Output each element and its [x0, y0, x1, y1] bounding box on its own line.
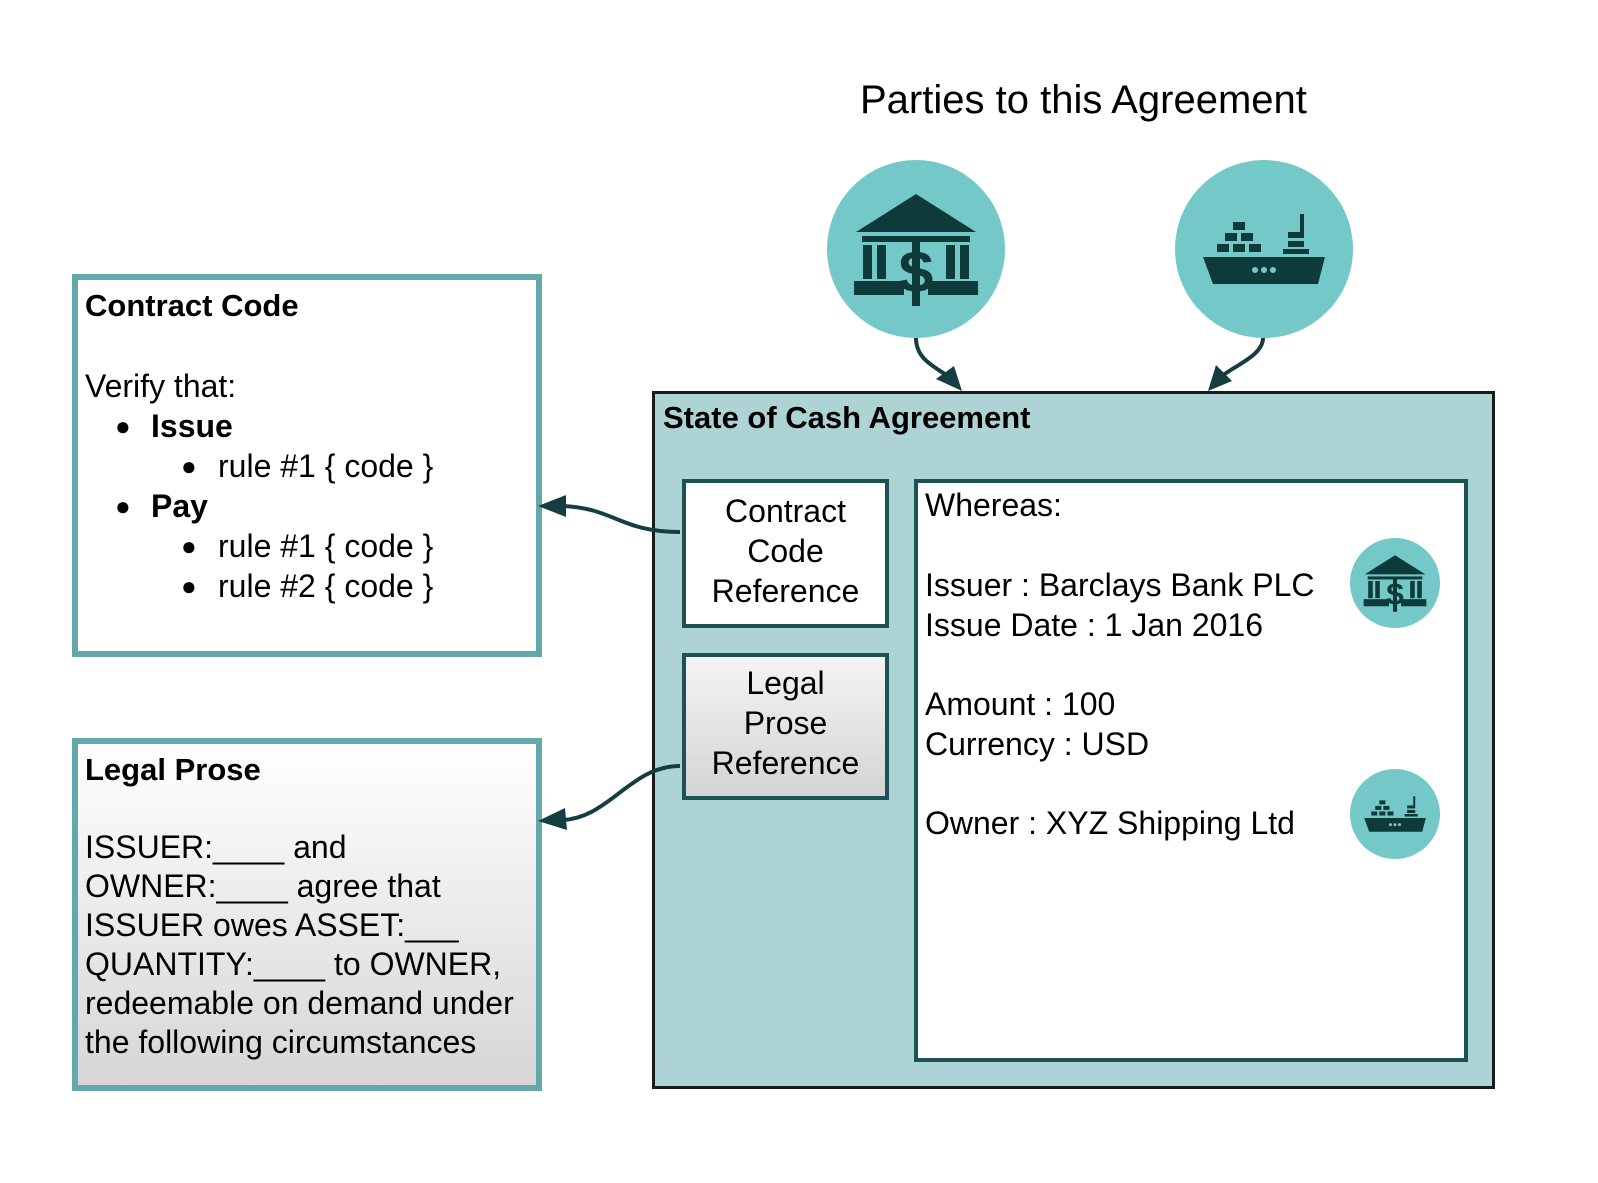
state-of-cash-agreement-box: State of Cash Agreement Contract Code Re…: [652, 391, 1495, 1089]
prose-line: redeemable on demand under: [85, 985, 514, 1021]
rule-text: rule #1 { code }: [218, 448, 434, 484]
party-shipping: [1175, 160, 1353, 338]
contract-code-reference-box: Contract Code Reference: [682, 479, 889, 628]
bank-arrowhead: [936, 366, 962, 391]
issue-date-field: Issue Date : 1 Jan 2016: [925, 607, 1263, 643]
bullet-icon: ●: [115, 491, 131, 521]
legal-prose-box: Legal Prose ISSUER:____ and OWNER:____ a…: [72, 738, 542, 1091]
item-pay: Pay: [151, 488, 208, 524]
party-bank: S: [827, 160, 1005, 338]
rule-text: rule #1 { code }: [218, 528, 434, 564]
whereas-heading: Whereas:: [925, 487, 1062, 523]
currency-field: Currency : USD: [925, 726, 1150, 762]
cargo-ship-icon: [1364, 796, 1426, 832]
rule-text: rule #2 { code }: [218, 568, 434, 604]
list-item: ● Issue: [85, 406, 536, 446]
bullet-icon: ●: [181, 571, 197, 601]
prose-line: ISSUER:____ and: [85, 829, 347, 865]
ref-line: Contract: [725, 493, 846, 529]
list-item: ● rule #1 { code }: [85, 526, 536, 566]
contract-code-box: Contract Code Verify that: ● Issue ● rul…: [72, 274, 542, 657]
legal-prose-ref-connector: [561, 764, 681, 822]
svg-text:S: S: [1386, 578, 1405, 610]
prose-line: ISSUER owes ASSET:___: [85, 907, 459, 943]
owner-ship-badge: [1350, 769, 1440, 859]
list-item: ● rule #2 { code }: [85, 566, 536, 606]
contract-code-arrowhead: [538, 495, 566, 517]
ref-line: Code: [747, 533, 824, 569]
issuer-field: Issuer : Barclays Bank PLC: [925, 567, 1315, 603]
ship-arrowhead: [1208, 365, 1232, 391]
state-title: State of Cash Agreement: [663, 400, 1031, 435]
legal-prose-title: Legal Prose: [85, 752, 261, 787]
ref-line: Reference: [711, 745, 860, 781]
bullet-icon: ●: [181, 531, 197, 561]
owner-field: Owner : XYZ Shipping Ltd: [925, 805, 1295, 841]
whereas-box: Whereas: Issuer : Barclays Bank PLC Issu…: [914, 479, 1468, 1062]
prose-line: the following circumstances: [85, 1024, 477, 1060]
item-issue: Issue: [151, 408, 233, 444]
prose-line: OWNER:____ agree that: [85, 868, 441, 904]
ref-line: Legal: [746, 665, 825, 701]
contract-code-ref-connector: [561, 504, 681, 534]
verify-intro: Verify that:: [85, 368, 237, 404]
bank-dollar-icon: S: [854, 194, 978, 306]
bank-dollar-icon: S: [1363, 555, 1427, 612]
prose-line: QUANTITY:____ to OWNER,: [85, 946, 502, 982]
svg-text:S: S: [897, 240, 934, 303]
cargo-ship-icon: [1203, 214, 1325, 284]
list-item: ● Pay: [85, 486, 536, 526]
issuer-bank-badge: S: [1350, 538, 1440, 628]
list-item: ● rule #1 { code }: [85, 446, 536, 486]
bullet-icon: ●: [181, 451, 197, 481]
ship-to-state-connector: [1220, 337, 1265, 378]
bullet-icon: ●: [115, 411, 131, 441]
ref-line: Prose: [743, 705, 828, 741]
contract-code-title: Contract Code: [85, 288, 299, 323]
legal-prose-arrowhead: [538, 808, 567, 830]
legal-prose-reference-box: Legal Prose Reference: [682, 653, 889, 800]
bank-to-state-connector: [914, 337, 952, 380]
amount-field: Amount : 100: [925, 686, 1116, 722]
ref-line: Reference: [711, 573, 860, 609]
parties-title: Parties to this Agreement: [860, 78, 1307, 122]
